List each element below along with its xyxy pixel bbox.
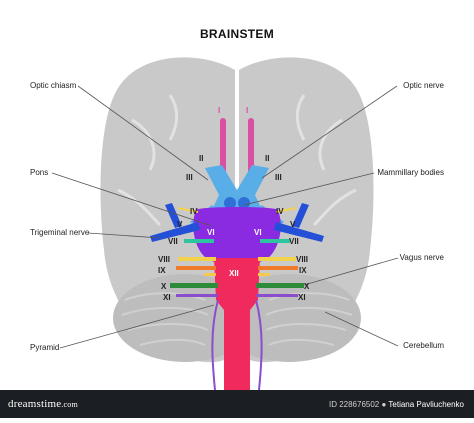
numeral-VII-left: VII	[168, 237, 178, 246]
numeral-IV-left: IV	[190, 207, 198, 216]
pyramid-line-left	[211, 299, 219, 391]
label-pons: Pons	[30, 168, 49, 177]
image-credit: ID 228676502 ● Tetiana Pavliuchenko	[328, 400, 464, 409]
nerve-XII-bundle	[204, 273, 270, 276]
trigeminal-branch-left	[165, 203, 182, 228]
numeral-IX-right: IX	[299, 266, 307, 275]
image-id: ID 228676502	[328, 400, 380, 409]
trigeminal-branch-right	[292, 203, 309, 228]
numeral-VII-right: VII	[289, 237, 299, 246]
olfactory-tract-left	[220, 118, 226, 174]
sulcus-right-1	[318, 118, 343, 171]
pyramid-line-right	[255, 299, 263, 391]
diagram-title: BRAINSTEM	[199, 27, 275, 41]
mammillary-body-left	[224, 197, 236, 209]
numeral-II-right: II	[265, 154, 269, 163]
numeral-X-right: X	[304, 282, 310, 291]
numeral-VI-left: VI	[207, 228, 215, 237]
numeral-III-right: III	[275, 173, 282, 182]
cerebellum-folia-left	[121, 292, 209, 346]
nerve-VIII-bundle	[178, 257, 296, 261]
watermark-bar: dreamstime.com ID 228676502 ● Tetiana Pa…	[0, 390, 474, 418]
nerve-VII-bundle	[184, 239, 290, 243]
optic-chiasm	[205, 165, 269, 210]
trigeminal-nerve-right	[274, 222, 324, 242]
sulcus-left-2	[117, 188, 162, 227]
numeral-I-right: I	[246, 106, 248, 115]
olfactory-tract-right	[248, 118, 254, 174]
trochlear-nerve-left	[177, 207, 199, 213]
label-optic-nerve: Optic nerve	[403, 81, 444, 90]
numeral-VIII-right: VIII	[296, 255, 308, 264]
sulcus-left-1	[131, 118, 156, 171]
sulcus-right-3	[295, 94, 306, 141]
numeral-XI-left: XI	[163, 293, 171, 302]
author-name: Tetiana Pavliuchenko	[388, 400, 464, 409]
label-cerebellum: Cerebellum	[403, 341, 444, 350]
leader-lines	[51, 85, 399, 349]
nerve-XI-bundle	[176, 294, 298, 297]
label-vagus-nerve: Vagus nerve	[399, 253, 444, 262]
numeral-V-left: V	[177, 220, 183, 229]
nerve-X-bundle	[170, 283, 304, 288]
nerve-IX-bundle	[176, 266, 298, 270]
mammillary-body-right	[238, 197, 250, 209]
trochlear-nerve-right	[275, 207, 297, 213]
numeral-IX-left: IX	[158, 266, 166, 275]
sulcus-right-2	[312, 188, 357, 227]
numeral-X-left: X	[161, 282, 167, 291]
cerebellum-folia-right	[265, 292, 353, 346]
numeral-I-left: I	[218, 106, 220, 115]
numeral-XII: XII	[229, 269, 239, 278]
sulcus-left-3	[168, 94, 179, 141]
numeral-III-left: III	[186, 173, 193, 182]
pons	[193, 207, 281, 266]
label-trigeminal-nerve: Trigeminal nerve	[30, 228, 90, 237]
trigeminal-nerve-left	[150, 222, 200, 242]
numeral-II-left: II	[199, 154, 203, 163]
numeral-VI-right: VI	[254, 228, 262, 237]
numeral-XI-right: XI	[298, 293, 306, 302]
label-optic-chiasm: Optic chiasm	[30, 81, 77, 90]
label-pyramid: Pyramid	[30, 343, 60, 352]
label-mammillary-bodies: Mammillary bodies	[377, 168, 444, 177]
dreamstime-logo: dreamstime.com	[8, 398, 78, 410]
numeral-V-right: V	[290, 220, 296, 229]
numeral-IV-right: IV	[276, 207, 284, 216]
medulla	[214, 258, 260, 390]
numeral-VIII-left: VIII	[158, 255, 170, 264]
cranial-nerve-numerals: I I II II III III IV IV V V VI VI VII VI…	[158, 106, 310, 302]
